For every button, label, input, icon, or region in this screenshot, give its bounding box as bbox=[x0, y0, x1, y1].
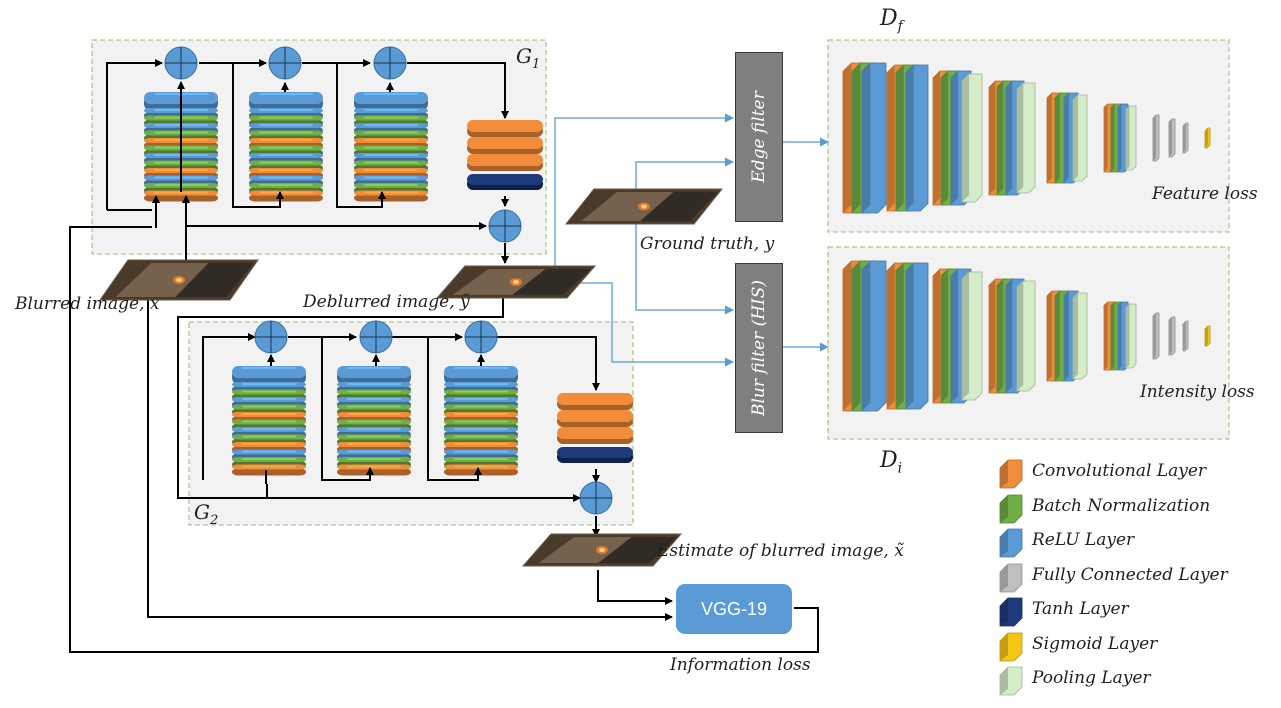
conv-layer-slab bbox=[337, 464, 411, 476]
legend-label: Pooling Layer bbox=[1032, 668, 1151, 688]
relu-layer-slice bbox=[861, 260, 887, 412]
legend-swatch bbox=[999, 459, 1023, 489]
fc-layer-slice bbox=[1152, 114, 1160, 162]
legend-swatch bbox=[999, 597, 1023, 627]
relu-layer-slab bbox=[249, 92, 323, 110]
fc-layer-slice bbox=[1168, 118, 1176, 158]
estimate-blurred-label: Estimate of blurred image, x̃ bbox=[657, 541, 904, 561]
legend-label: Sigmoid Layer bbox=[1032, 633, 1158, 654]
residual-block-5 bbox=[337, 366, 411, 476]
g2-output-block bbox=[557, 393, 633, 463]
intensity-loss-label: Intensity loss bbox=[1140, 382, 1255, 402]
deblurred-image-label: Deblurred image, ỹ bbox=[303, 292, 470, 312]
estimate-blurred-thumbnail bbox=[521, 533, 683, 567]
g1-output-block bbox=[467, 120, 543, 190]
fc-layer-slice bbox=[1182, 320, 1189, 352]
residual-block-3 bbox=[354, 92, 428, 202]
blurred-image-label: Blurred image, x bbox=[15, 294, 160, 314]
fc-layer-slice bbox=[1168, 316, 1176, 356]
g2-label: G2 bbox=[194, 500, 219, 528]
pool-layer-slice bbox=[961, 271, 983, 401]
sum-node-icon bbox=[373, 46, 407, 80]
relu-layer-slice bbox=[905, 64, 929, 212]
sigmoid-layer-slice bbox=[1204, 325, 1211, 347]
ground-truth-thumbnail bbox=[564, 188, 724, 225]
vgg19-label: VGG-19 bbox=[700, 598, 768, 619]
relu-layer-slice bbox=[905, 262, 929, 410]
discriminator-df-layers bbox=[842, 62, 1211, 214]
df-label: Df bbox=[880, 6, 903, 35]
conv-layer-slab bbox=[249, 190, 323, 202]
legend-label: ReLU Layer bbox=[1032, 530, 1135, 550]
pool-layer-slice bbox=[1125, 303, 1137, 369]
pool-layer-slice bbox=[1016, 82, 1036, 194]
feature-loss-label: Feature loss bbox=[1152, 184, 1258, 204]
relu-layer-slice bbox=[861, 62, 887, 214]
sum-node-icon bbox=[268, 46, 302, 80]
sum-node-icon bbox=[464, 320, 498, 354]
g1-label: G1 bbox=[516, 44, 541, 72]
sum-node-icon bbox=[359, 320, 393, 354]
pool-layer-slice bbox=[1072, 94, 1088, 182]
discriminator-di-layers bbox=[842, 260, 1211, 412]
edge-filter-block: Edge filter bbox=[735, 52, 783, 222]
residual-block-2 bbox=[249, 92, 323, 202]
legend-swatch bbox=[999, 528, 1023, 558]
information-loss-label: Information loss bbox=[670, 655, 811, 675]
residual-block-4 bbox=[232, 366, 306, 476]
legend-swatch bbox=[999, 494, 1023, 523]
sum-node-icon bbox=[254, 320, 288, 354]
di-label: Di bbox=[880, 448, 903, 477]
sum-node-icon bbox=[488, 209, 522, 243]
sum-node-icon bbox=[579, 481, 613, 515]
relu-layer-slice bbox=[1117, 301, 1129, 371]
deblurred-image-thumbnail bbox=[435, 265, 597, 299]
conv-layer-slab bbox=[354, 190, 428, 202]
blurred-image-thumbnail bbox=[99, 259, 259, 301]
edge-filter-label: Edge filter bbox=[749, 91, 769, 183]
sigmoid-layer-slice bbox=[1204, 127, 1211, 149]
legend-label: Batch Normalization bbox=[1032, 495, 1211, 516]
legend-label: Convolutional Layer bbox=[1032, 461, 1207, 481]
legend-label: Tanh Layer bbox=[1032, 599, 1129, 619]
blur-filter-block: Blur filter (HIS) bbox=[735, 263, 783, 433]
conv-layer-slab bbox=[232, 464, 306, 476]
sum-node-icon bbox=[164, 46, 198, 80]
relu-layer-slab bbox=[444, 366, 518, 384]
blur-filter-label: Blur filter (HIS) bbox=[749, 279, 769, 417]
conv-layer-slab bbox=[444, 464, 518, 476]
conv-layer-slab bbox=[144, 190, 218, 202]
fc-layer-slice bbox=[1182, 122, 1189, 154]
legend-label: Fully Connected Layer bbox=[1032, 564, 1228, 585]
legend-swatch bbox=[999, 666, 1023, 696]
relu-layer-slab bbox=[354, 92, 428, 110]
pool-layer-slice bbox=[1016, 280, 1036, 392]
legend-swatch bbox=[999, 632, 1023, 661]
pool-layer-slice bbox=[1072, 292, 1088, 380]
relu-layer-slice bbox=[1117, 103, 1129, 173]
pool-layer-slice bbox=[961, 73, 983, 203]
ground-truth-label: Ground truth, y bbox=[640, 234, 775, 254]
relu-layer-slab bbox=[232, 366, 306, 384]
pool-layer-slice bbox=[1125, 105, 1137, 171]
fc-layer-slice bbox=[1152, 312, 1160, 360]
residual-block-6 bbox=[444, 366, 518, 476]
relu-layer-slab bbox=[337, 366, 411, 384]
legend-swatch bbox=[999, 563, 1023, 592]
vgg19-block: VGG-19 bbox=[676, 584, 792, 634]
